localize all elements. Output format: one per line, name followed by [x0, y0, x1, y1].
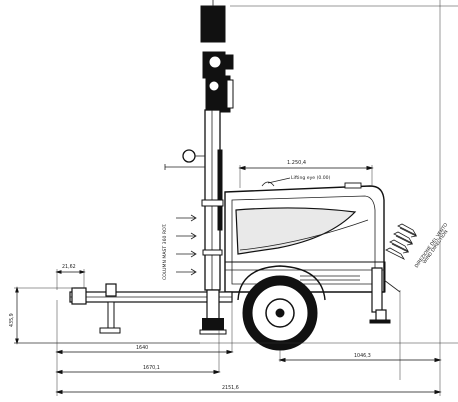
light-head-lower	[205, 75, 231, 113]
mast-column-label: COLUMN MAST 360 ROT.	[162, 224, 168, 280]
light-head-top	[200, 5, 226, 43]
dim-left-height-label: 435,9	[9, 313, 15, 327]
dim-body-length-label: 1.250,4	[287, 160, 306, 166]
winch	[182, 149, 196, 163]
dim-axle-to-tongue	[55, 349, 234, 355]
dim-wheel-to-rear	[278, 357, 442, 363]
dim-total-length	[55, 389, 442, 395]
dim-mid-length	[55, 369, 221, 375]
mast-rotation-arrows	[176, 214, 197, 276]
dim-body-length	[238, 165, 374, 188]
side-panel-swoosh	[235, 207, 357, 255]
jockey-stand	[107, 301, 115, 331]
dim-mid-length-label: 1670,1	[143, 365, 160, 371]
dim-hitch-offset-label: 21,62	[62, 264, 76, 270]
lifting-eye	[261, 181, 275, 187]
hitch-head	[71, 287, 87, 305]
generator-body	[224, 177, 401, 324]
mast	[164, 0, 234, 291]
lifting-eye-label: Lifting eye (0.00)	[291, 175, 331, 181]
drawbar	[69, 283, 233, 335]
dim-wheel-to-rear-label: 1046,3	[354, 353, 371, 359]
dim-axle-to-tongue-label: 1640	[136, 345, 148, 351]
dim-hitch-offset	[55, 269, 86, 290]
dim-total-length-label: 2151,6	[222, 385, 239, 391]
wind-direction-label: DIREZIONE DEL VENTO	[414, 222, 450, 269]
wind-arrows	[385, 223, 418, 260]
wheel	[237, 265, 326, 351]
